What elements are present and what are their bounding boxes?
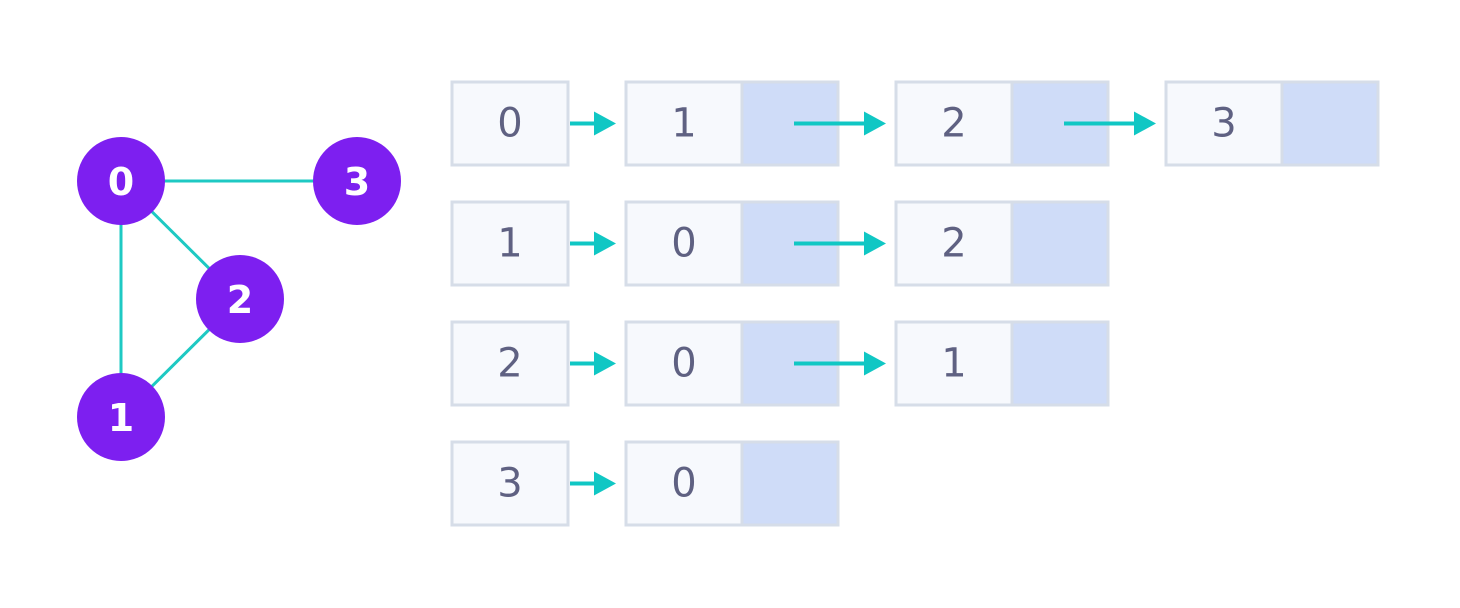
list-node-0: 0 [624, 320, 840, 407]
list-node-2: 2 [894, 200, 1110, 287]
list-node-data [894, 200, 1014, 287]
list-node-data [624, 440, 744, 527]
graph-node-label: 3 [344, 160, 370, 204]
list-node-0: 0 [624, 440, 840, 527]
head-cell-label: 0 [497, 101, 522, 147]
arrow-head-to-list [570, 231, 616, 256]
arrow-next-node [1064, 111, 1156, 136]
head-cell-label: 2 [497, 341, 522, 387]
graph-node-circle [77, 137, 165, 225]
list-node-3: 3 [1164, 80, 1380, 167]
head-cell-3: 3 [450, 440, 570, 527]
head-cell-box [450, 320, 570, 407]
list-node-label: 3 [1211, 101, 1236, 147]
head-cell-box [450, 80, 570, 167]
arrow-head [594, 471, 616, 496]
graph-node-circle [313, 137, 401, 225]
graph-node-3: 3 [313, 137, 401, 225]
head-cell-label: 1 [497, 221, 522, 267]
arrow-head [594, 351, 616, 376]
list-node-label: 1 [671, 101, 696, 147]
list-node-1: 1 [624, 80, 840, 167]
head-cell-0: 0 [450, 80, 570, 167]
list-node-label: 0 [671, 221, 696, 267]
list-node-data [624, 80, 744, 167]
list-node-data [624, 200, 744, 287]
arrow-head-to-list [570, 471, 616, 496]
list-node-data [894, 320, 1014, 407]
adjacency-row-1: 1 0 2 [450, 200, 1110, 287]
adjacency-row-0: 0 1 2 3 [450, 80, 1380, 167]
arrow-head [1134, 111, 1156, 136]
list-node-pointer [740, 440, 840, 527]
head-cell-label: 3 [497, 461, 522, 507]
arrow-head-to-list [570, 351, 616, 376]
graph-node-1: 1 [77, 373, 165, 461]
list-node-data [624, 320, 744, 407]
head-cell-box [450, 440, 570, 527]
adjacency-row-2: 2 0 1 [450, 320, 1110, 407]
list-node-label: 2 [941, 221, 966, 267]
graph-node-2: 2 [196, 255, 284, 343]
list-node-label: 0 [671, 341, 696, 387]
graph-node-circle [196, 255, 284, 343]
arrow-head [864, 351, 886, 376]
arrow-head [594, 111, 616, 136]
list-node-label: 0 [671, 461, 696, 507]
list-node-pointer [1280, 80, 1380, 167]
list-node-1: 1 [894, 320, 1110, 407]
arrow-head-to-list [570, 111, 616, 136]
list-node-data [894, 80, 1014, 167]
head-cell-1: 1 [450, 200, 570, 287]
graph-nodes: 0 1 2 3 [77, 137, 401, 461]
arrow-next-node [794, 231, 886, 256]
arrow-head [864, 231, 886, 256]
list-node-label: 1 [941, 341, 966, 387]
arrow-next-node [794, 351, 886, 376]
graph-node-0: 0 [77, 137, 165, 225]
list-node-label: 2 [941, 101, 966, 147]
list-node-pointer [1010, 200, 1110, 287]
head-cell-2: 2 [450, 320, 570, 407]
graph-node-label: 0 [108, 160, 134, 204]
arrow-head [594, 231, 616, 256]
list-node-pointer [1010, 320, 1110, 407]
graph-node-label: 2 [227, 278, 253, 322]
arrow-head [864, 111, 886, 136]
arrow-next-node [794, 111, 886, 136]
list-node-data [1164, 80, 1284, 167]
head-cell-box [450, 200, 570, 287]
graph-node-circle [77, 373, 165, 461]
graph-node-label: 1 [108, 396, 134, 440]
